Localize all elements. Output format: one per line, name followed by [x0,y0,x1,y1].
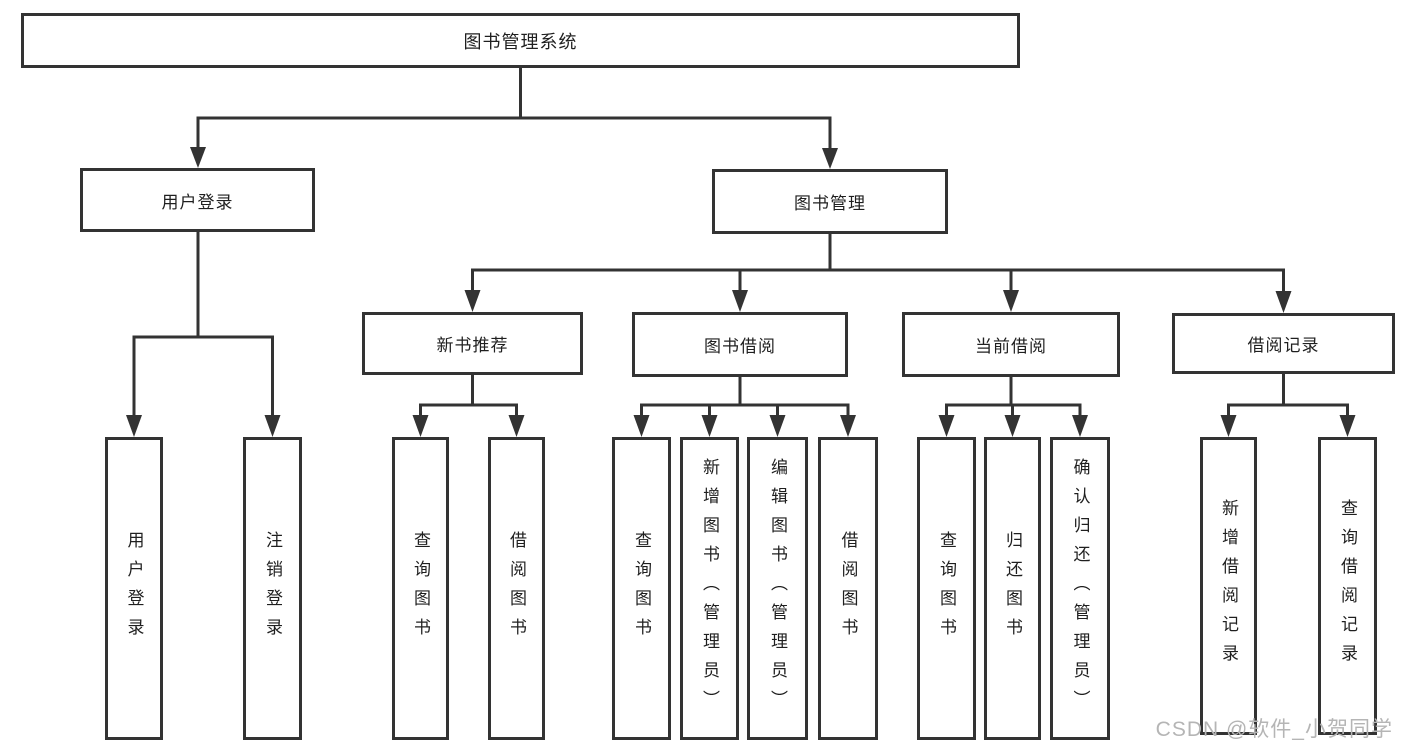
leaf-borrow-books-recommend: 借阅图书 [488,437,545,740]
leaf-logout: 注销登录 [243,437,302,740]
leaf-return-books: 归还图书 [984,437,1041,740]
leaf-query-borrow-record: 查询借阅记录 [1318,437,1377,735]
leaf-query-books-recommend: 查询图书 [392,437,449,740]
leaf-query-books-current: 查询图书 [917,437,976,740]
node-book-management-module: 图书管理 [712,169,948,234]
node-root-library-system: 图书管理系统 [21,13,1020,68]
node-user-login-module: 用户登录 [80,168,315,232]
leaf-query-books-borrow: 查询图书 [612,437,671,740]
node-book-borrow: 图书借阅 [632,312,848,377]
leaf-edit-books-admin: 编辑图书（管理员） [747,437,808,740]
node-current-borrow: 当前借阅 [902,312,1120,377]
leaf-confirm-return-admin: 确认归还（管理员） [1050,437,1110,740]
leaf-add-borrow-record: 新增借阅记录 [1200,437,1257,735]
node-new-book-recommend: 新书推荐 [362,312,583,375]
node-borrow-records: 借阅记录 [1172,313,1395,374]
leaf-borrow-books: 借阅图书 [818,437,878,740]
leaf-add-books-admin: 新增图书（管理员） [680,437,739,740]
leaf-user-login: 用户登录 [105,437,163,740]
csdn-watermark: CSDN @软件_小贺同学 [1155,718,1393,741]
